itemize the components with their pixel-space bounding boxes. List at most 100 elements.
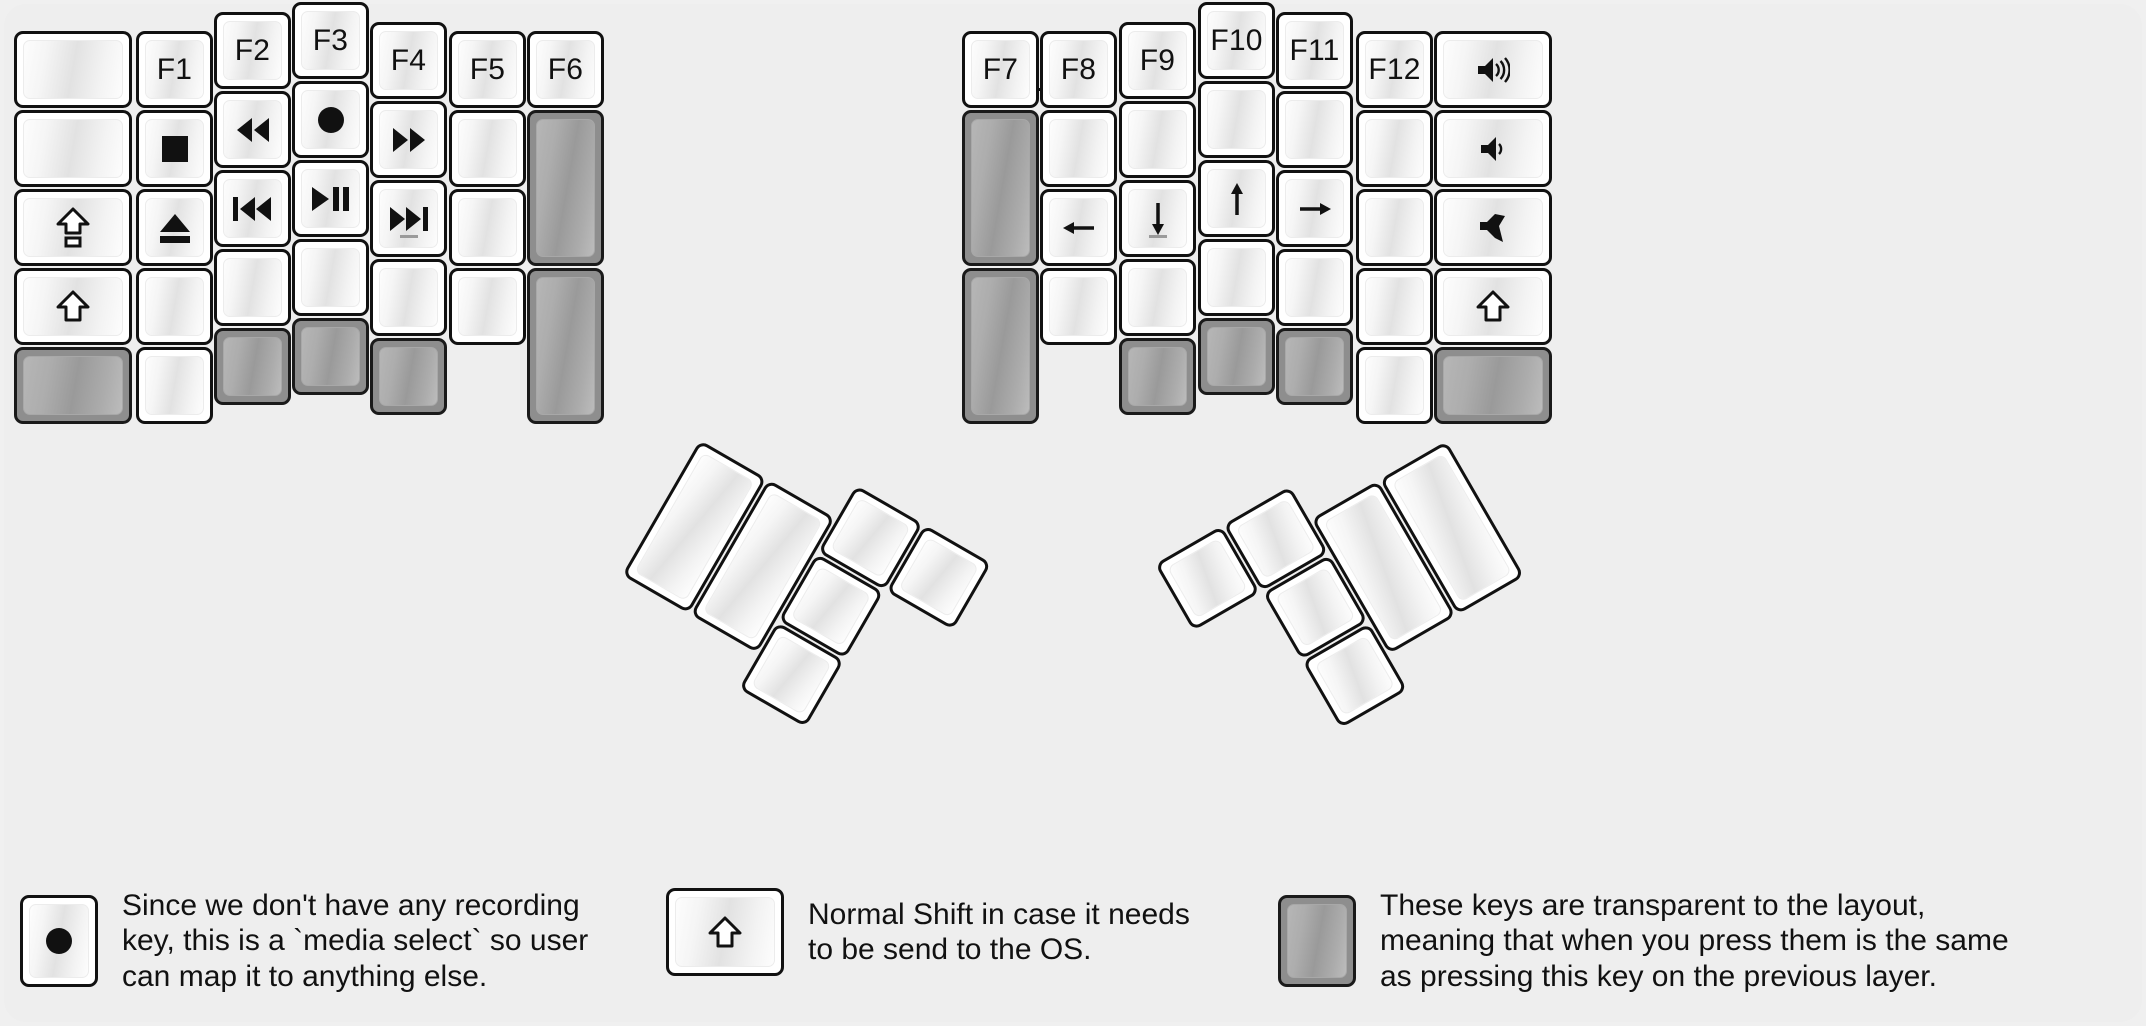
keycap-surface [1285, 100, 1344, 159]
keycap-surface [1207, 90, 1266, 149]
key-right-pinky-2[interactable] [1356, 189, 1433, 266]
key-right-ring-1[interactable] [1276, 91, 1353, 168]
key-right-outer-1_5u-0[interactable] [1434, 31, 1552, 108]
keycap-surface [1443, 119, 1543, 178]
key-left-pinky-1[interactable] [136, 110, 213, 187]
keycap-surface [1207, 327, 1266, 386]
key-left-inner-1[interactable] [449, 110, 526, 187]
key-right-inner-2[interactable] [1040, 189, 1117, 266]
key-left-middle-4[interactable] [292, 318, 369, 395]
key-left-innermost-2[interactable] [527, 268, 604, 424]
key-left-pinky-2[interactable] [136, 189, 213, 266]
keycap-surface [1365, 119, 1424, 178]
key-right-middle-3[interactable] [1198, 239, 1275, 316]
key-left-index-4[interactable] [370, 338, 447, 415]
key-left-outer-1_5u-0[interactable] [14, 31, 132, 108]
key-left-inner-0[interactable]: F5 [449, 31, 526, 108]
media-prev-track-icon [232, 196, 271, 221]
key-right-outer-1_5u-3[interactable] [1434, 268, 1552, 345]
key-right-middle-4[interactable] [1198, 318, 1275, 395]
arrow-right-icon [1298, 195, 1332, 223]
key-right-index-4[interactable] [1119, 338, 1196, 415]
keycap-surface: F6 [536, 40, 595, 99]
key-right-ring-0[interactable]: F11 [1276, 12, 1353, 89]
key-right-middle-1[interactable] [1198, 81, 1275, 158]
keycap-surface [1128, 268, 1187, 327]
keycap-surface: F2 [223, 21, 282, 80]
key-right-ring-2[interactable] [1276, 170, 1353, 247]
keycap-surface [301, 169, 360, 228]
key-left-ring-2[interactable] [214, 170, 291, 247]
keycap-surface [23, 198, 123, 257]
key-right-innermost-2[interactable] [962, 268, 1039, 424]
key-left-ring-0[interactable]: F2 [214, 12, 291, 89]
volume-down-icon [1480, 136, 1502, 161]
media-eject-icon [159, 213, 190, 243]
key-left-index-3[interactable] [370, 259, 447, 336]
keycap-surface [301, 90, 360, 149]
keycap-surface [23, 277, 123, 336]
key-right-pinky-1[interactable] [1356, 110, 1433, 187]
media-prev-track-icon [232, 196, 273, 222]
key-left-ring-4[interactable] [214, 328, 291, 405]
key-left-outer-1_5u-4[interactable] [14, 347, 132, 424]
media-next-track-icon [390, 206, 428, 231]
volume-up-icon [1477, 56, 1510, 84]
key-right-inner-3[interactable] [1040, 268, 1117, 345]
key-left-middle-2[interactable] [292, 160, 369, 237]
keycap-surface [23, 40, 123, 99]
key-legend: F4 [390, 43, 427, 77]
arrow-down-icon [1151, 203, 1164, 235]
key-right-index-1[interactable] [1119, 101, 1196, 178]
keycap-surface [536, 277, 595, 415]
key-right-middle-0[interactable]: F10 [1198, 2, 1275, 79]
key-left-index-0[interactable]: F4 [370, 22, 447, 99]
key-right-index-0[interactable]: F9 [1119, 22, 1196, 99]
key-right-pinky-3[interactable] [1356, 268, 1433, 345]
key-right-innermost-0[interactable]: F7 [962, 31, 1039, 108]
key-legend: F3 [312, 23, 349, 57]
key-left-ring-3[interactable] [214, 249, 291, 326]
keycap-surface [145, 356, 204, 415]
key-right-middle-2[interactable] [1198, 160, 1275, 237]
key-left-innermost-1[interactable] [527, 110, 604, 266]
key-right-ring-3[interactable] [1276, 249, 1353, 326]
key-right-pinky-0[interactable]: F12 [1356, 31, 1433, 108]
key-left-index-1[interactable] [370, 101, 447, 178]
key-right-inner-0[interactable]: F8 [1040, 31, 1117, 108]
key-left-outer-1_5u-2[interactable] [14, 189, 132, 266]
key-legend: F7 [982, 52, 1019, 86]
key-left-middle-0[interactable]: F3 [292, 2, 369, 79]
key-left-inner-2[interactable] [449, 189, 526, 266]
key-right-outer-1_5u-1[interactable] [1434, 110, 1552, 187]
keycap-surface [23, 356, 123, 415]
key-left-outer-1_5u-1[interactable] [14, 110, 132, 187]
media-next-track-icon [388, 206, 429, 232]
keycap-surface [458, 198, 517, 257]
key-right-index-3[interactable] [1119, 259, 1196, 336]
legend-note-1: Since we don't have any recording key, t… [20, 888, 588, 994]
key-left-ring-1[interactable] [214, 91, 291, 168]
key-right-index-2[interactable] [1119, 180, 1196, 257]
key-right-pinky-4[interactable] [1356, 347, 1433, 424]
shift-icon [1476, 290, 1510, 323]
key-right-ring-4[interactable] [1276, 328, 1353, 405]
key-right-inner-1[interactable] [1040, 110, 1117, 187]
volume-mute-icon [1479, 212, 1507, 243]
legend-note-1-key-sample [20, 895, 98, 988]
key-left-innermost-0[interactable]: F6 [527, 31, 604, 108]
key-right-outer-1_5u-2[interactable] [1434, 189, 1552, 266]
key-left-inner-3[interactable] [449, 268, 526, 345]
key-left-pinky-4[interactable] [136, 347, 213, 424]
key-right-innermost-1[interactable] [962, 110, 1039, 266]
key-left-middle-3[interactable] [292, 239, 369, 316]
key-left-pinky-3[interactable] [136, 268, 213, 345]
key-left-middle-1[interactable] [292, 81, 369, 158]
key-left-pinky-0[interactable]: F1 [136, 31, 213, 108]
key-right-outer-1_5u-4[interactable] [1434, 347, 1552, 424]
key-left-outer-1_5u-3[interactable] [14, 268, 132, 345]
arrow-right-icon [1299, 202, 1331, 215]
keycap-surface [1207, 248, 1266, 307]
keycap-surface: F7 [971, 40, 1030, 99]
key-left-index-2[interactable] [370, 180, 447, 257]
